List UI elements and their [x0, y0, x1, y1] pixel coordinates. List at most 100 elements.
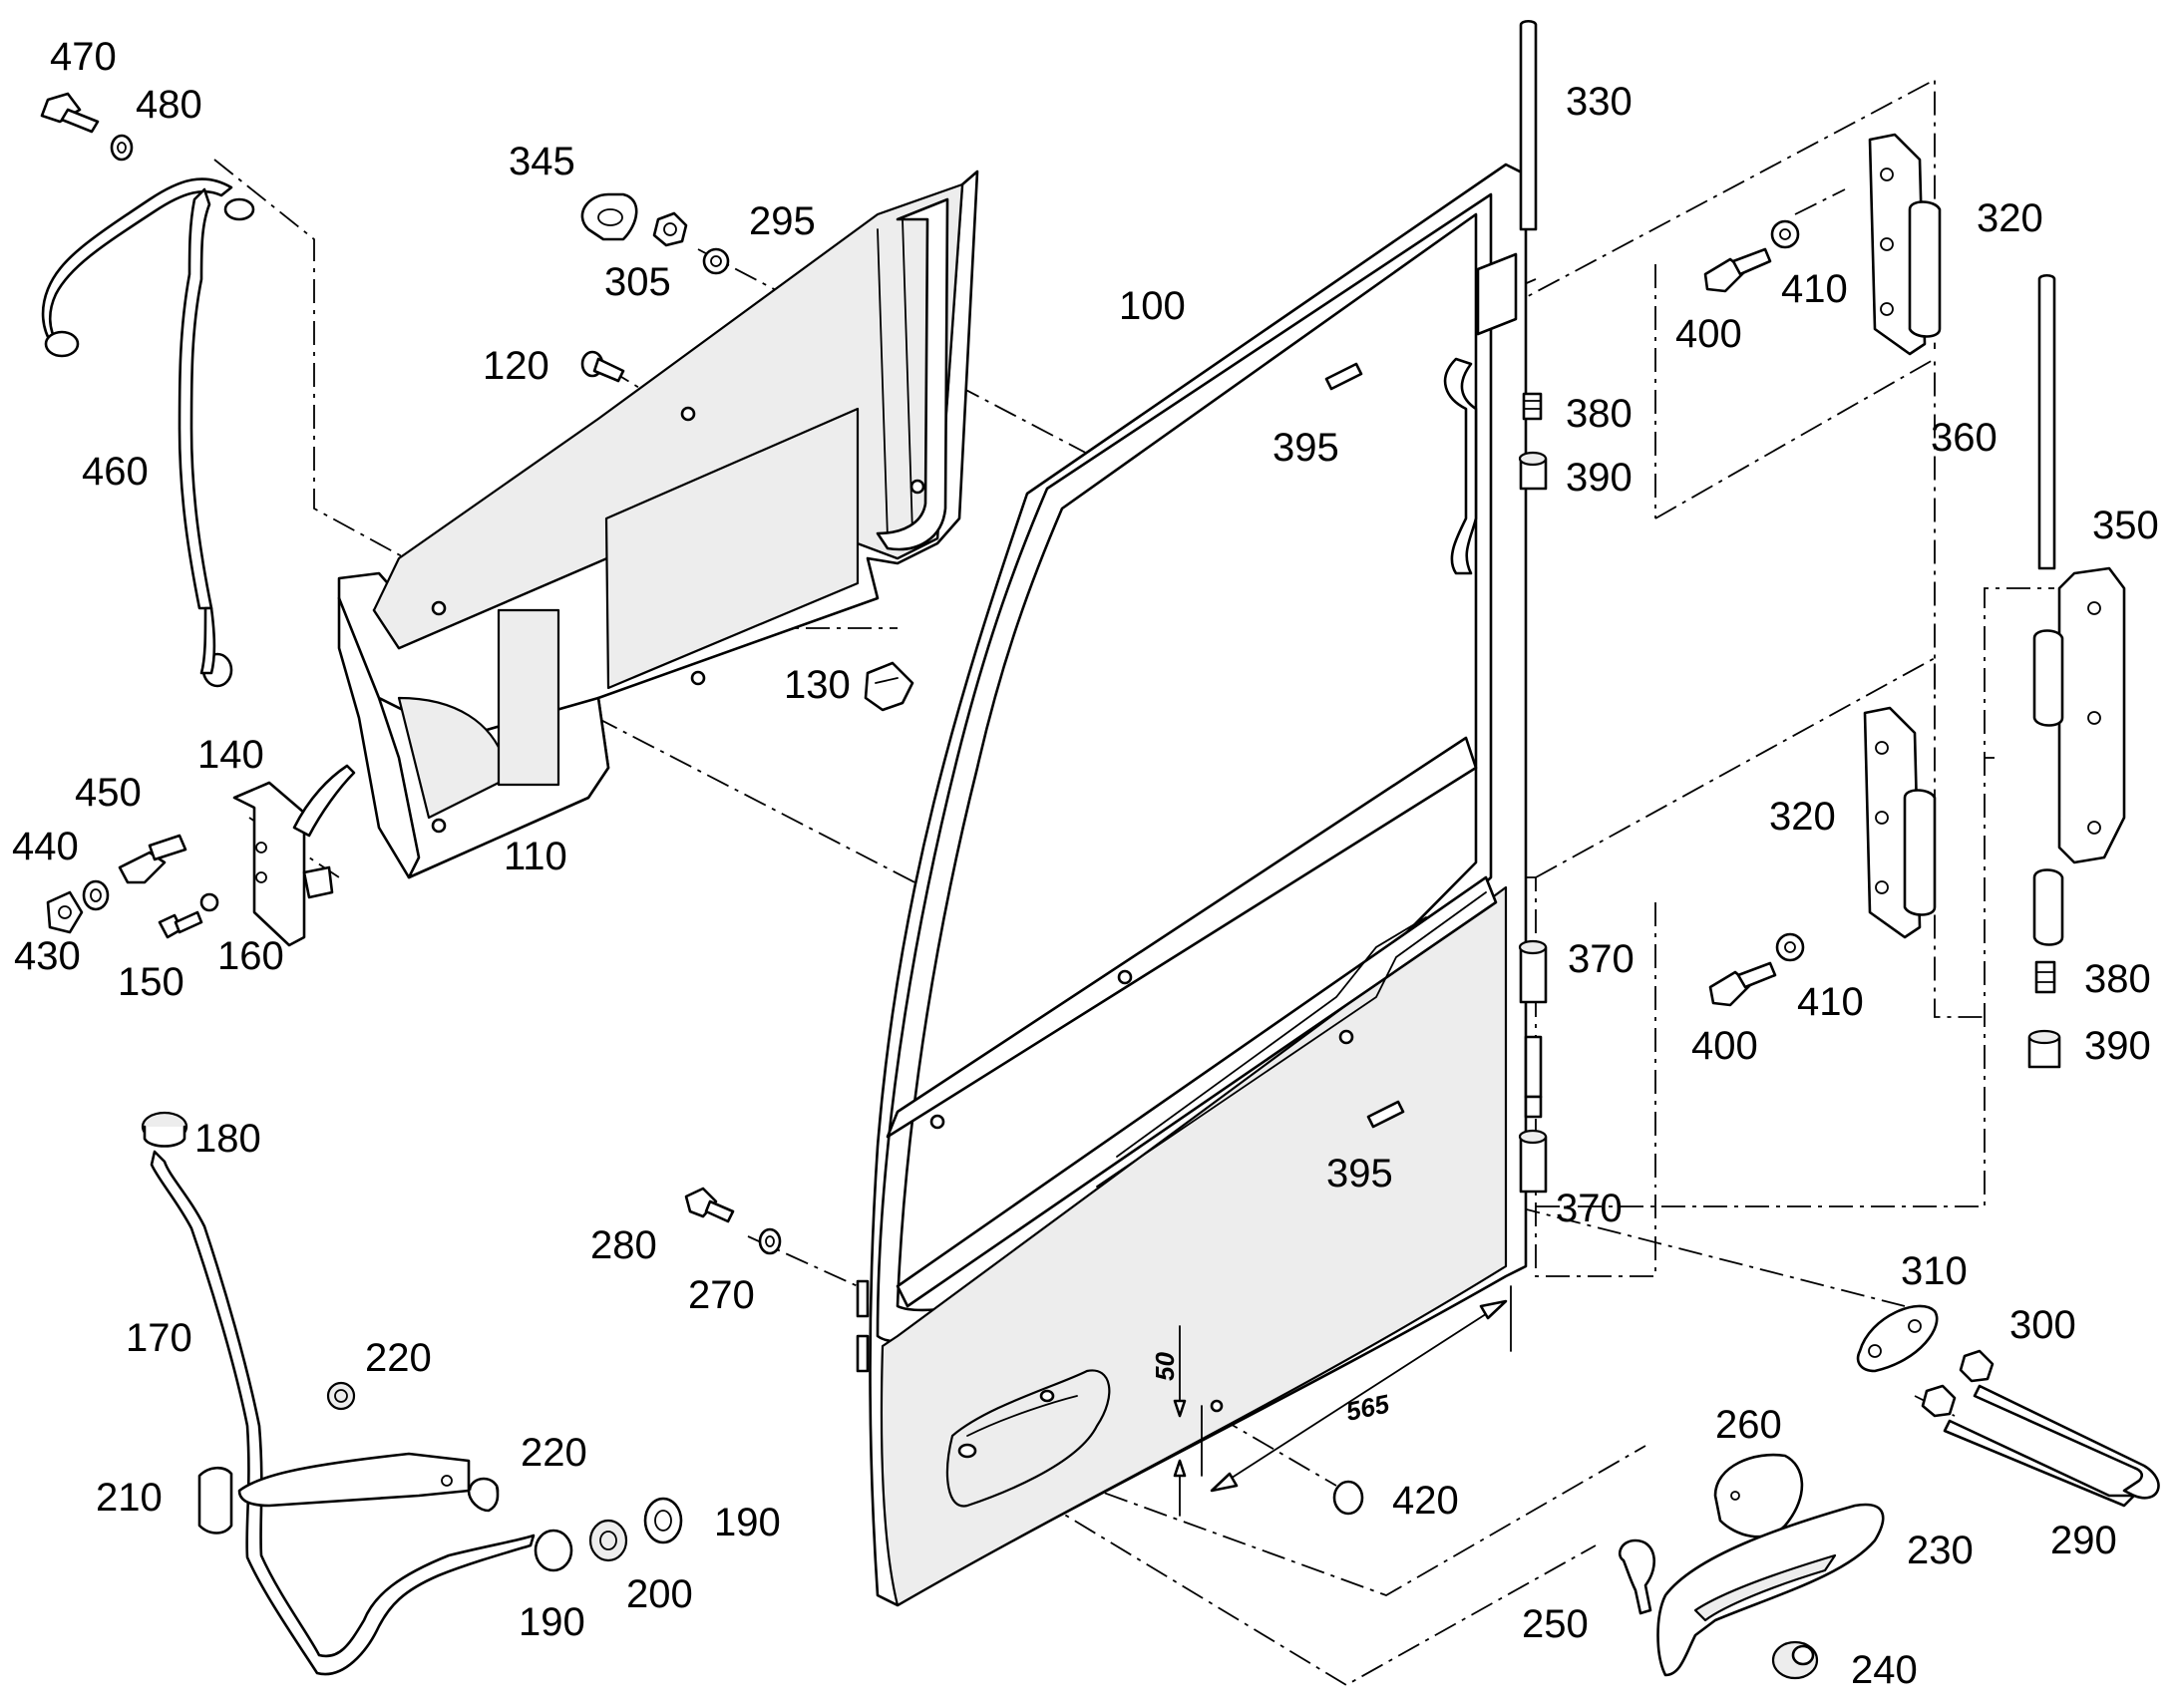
- label-380-lower: 380: [2084, 957, 2151, 1001]
- nut-300-upper: [1959, 1349, 1995, 1383]
- bushing-390-upper: [1518, 451, 1548, 491]
- label-390-lower: 390: [2084, 1024, 2151, 1068]
- u-bolt-290: [1943, 1384, 2160, 1508]
- label-200: 200: [626, 1572, 693, 1616]
- label-140: 140: [197, 733, 264, 777]
- label-440: 440: [12, 825, 79, 868]
- washer-480: [110, 134, 134, 162]
- screw-120: [580, 350, 625, 383]
- label-270: 270: [688, 1273, 755, 1317]
- bushing-370-upper: [1518, 939, 1548, 1004]
- washer-190-left: [534, 1529, 573, 1572]
- washer-295: [702, 247, 730, 275]
- label-400-upper: 400: [1675, 312, 1742, 356]
- label-320-lower: 320: [1769, 795, 1836, 839]
- label-100: 100: [1119, 284, 1186, 328]
- label-410-lower: 410: [1797, 980, 1864, 1024]
- hinge-320-lower: [1863, 706, 1937, 939]
- grommet-180: [141, 1111, 188, 1148]
- washer-410-upper: [1770, 219, 1800, 249]
- bushing-390-lower: [2027, 1029, 2061, 1069]
- label-310: 310: [1901, 1249, 1968, 1293]
- clip-130: [864, 661, 914, 712]
- label-150: 150: [118, 960, 184, 1004]
- plug-420: [1332, 1480, 1364, 1516]
- bracket-210: [197, 1452, 471, 1535]
- label-470: 470: [50, 35, 117, 79]
- hinge-320-upper: [1868, 133, 1942, 356]
- handle-230: [1656, 1503, 1885, 1677]
- dimension-50: 50: [1150, 1352, 1180, 1381]
- nut-305: [652, 211, 688, 247]
- door-frame-100: [856, 163, 1543, 1607]
- label-295: 295: [749, 199, 816, 243]
- label-220-top: 220: [365, 1336, 432, 1380]
- knob-240: [1771, 1640, 1819, 1680]
- label-300: 300: [2009, 1303, 2076, 1347]
- washer-270: [758, 1227, 782, 1255]
- pin-395-upper: [1324, 362, 1363, 391]
- label-220-bottom: 220: [521, 1431, 587, 1475]
- dimension-marks: [1173, 1285, 1512, 1517]
- label-260: 260: [1715, 1403, 1782, 1447]
- inner-panel-110: [337, 170, 979, 879]
- label-110: 110: [504, 835, 567, 878]
- pin-220-bottom: [467, 1477, 500, 1513]
- label-180: 180: [194, 1117, 261, 1161]
- label-370-lower: 370: [1556, 1187, 1623, 1230]
- label-410-upper: 410: [1781, 267, 1848, 311]
- label-345: 345: [509, 140, 575, 183]
- cover-260: [1713, 1453, 1804, 1538]
- label-330: 330: [1566, 80, 1633, 124]
- grommet-200: [588, 1519, 628, 1562]
- label-120: 120: [483, 344, 549, 388]
- label-480: 480: [136, 83, 202, 127]
- rod-170: [150, 1150, 536, 1676]
- label-360: 360: [1931, 416, 1998, 460]
- label-210: 210: [96, 1476, 163, 1520]
- washer-160: [199, 892, 219, 912]
- label-305: 305: [604, 260, 671, 304]
- label-190-right: 190: [714, 1501, 781, 1544]
- bolt-450: [118, 834, 187, 884]
- washer-410-lower: [1775, 932, 1805, 962]
- label-430: 430: [14, 934, 81, 978]
- fitting-380-lower: [2034, 960, 2056, 994]
- bracket-140: [232, 764, 356, 947]
- washer-440: [82, 879, 110, 911]
- label-230: 230: [1907, 1529, 1974, 1572]
- clip-250: [1619, 1538, 1655, 1615]
- bolt-470: [40, 92, 100, 134]
- fitting-380-upper: [1522, 392, 1543, 421]
- nut-300-lower: [1921, 1384, 1957, 1418]
- label-240: 240: [1851, 1648, 1918, 1692]
- pin-360: [2037, 273, 2056, 570]
- washer-190-right: [643, 1497, 683, 1544]
- label-290: 290: [2050, 1519, 2117, 1562]
- label-450: 450: [75, 771, 142, 815]
- label-190-left: 190: [519, 1600, 585, 1644]
- label-395-lower: 395: [1326, 1152, 1393, 1196]
- hinge-350: [2032, 566, 2126, 946]
- screw-280: [684, 1187, 735, 1223]
- screw-150: [158, 910, 203, 939]
- bolt-400-lower: [1708, 961, 1777, 1007]
- rod-460: [41, 177, 255, 688]
- label-280: 280: [590, 1223, 657, 1267]
- part-labels: 470 480 460 345 305 295 120 100 130 110 …: [12, 35, 2159, 1692]
- pin-220-top: [326, 1381, 356, 1411]
- pin-330: [1519, 19, 1538, 231]
- label-370-upper: 370: [1568, 937, 1635, 981]
- label-380-upper: 380: [1566, 392, 1633, 436]
- label-250: 250: [1522, 1602, 1589, 1646]
- seal-345: [580, 192, 638, 241]
- dimension-565: 565: [1343, 1388, 1392, 1426]
- bolt-400-upper: [1703, 247, 1772, 293]
- label-400-lower: 400: [1691, 1024, 1758, 1068]
- label-130: 130: [784, 663, 851, 707]
- nut-430: [46, 890, 84, 934]
- label-350: 350: [2092, 504, 2159, 547]
- plate-310: [1856, 1304, 1939, 1373]
- label-160: 160: [217, 934, 284, 978]
